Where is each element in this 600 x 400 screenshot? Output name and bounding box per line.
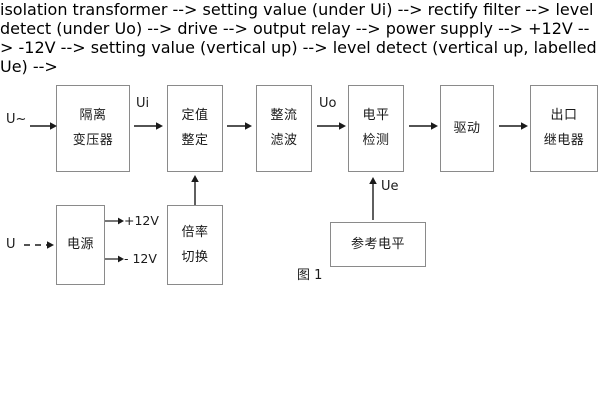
- block-drive-line1: 驱动: [453, 120, 481, 136]
- label-signal-ue: Ue: [381, 179, 399, 194]
- label-rail-positive: +12V: [124, 213, 159, 228]
- label-input-ac: U~: [6, 112, 27, 127]
- arrow-power-supply-to-rail-positive: [105, 216, 125, 226]
- block-isolation-transformer-line1: 隔离: [79, 108, 107, 124]
- block-isolation-transformer: 隔离 变压器: [56, 85, 130, 172]
- label-rail-negative: - 12V: [124, 251, 157, 266]
- block-rectify-filter-line1: 整流: [270, 108, 298, 124]
- block-rectify-filter: 整流 滤波: [256, 85, 312, 172]
- block-drive: 驱动: [440, 85, 494, 172]
- arrow-drive-to-output-relay: [499, 121, 529, 131]
- block-reference-level: 参考电平: [330, 222, 426, 267]
- block-multiplier-switch-line1: 倍率: [181, 224, 209, 240]
- block-isolation-transformer-line2: 变压器: [72, 133, 114, 148]
- arrow-reference-level-to-level-detect: [368, 176, 378, 220]
- arrow-multiplier-switch-to-setting-value: [190, 174, 200, 205]
- block-setting-value: 定值 整定: [167, 85, 223, 172]
- arrow-input-dc-to-power-supply: [24, 240, 56, 250]
- block-output-relay: 出口 继电器: [530, 85, 598, 172]
- arrow-level-detect-to-drive: [409, 121, 439, 131]
- block-rectify-filter-line2: 滤波: [270, 133, 298, 148]
- arrow-setting-value-to-rectify-filter: [227, 121, 253, 131]
- figure-caption: 图 1: [297, 268, 323, 283]
- block-multiplier-switch: 倍率 切换: [167, 205, 223, 285]
- block-multiplier-switch-line2: 切换: [181, 249, 209, 265]
- block-level-detect-line1: 电平: [362, 108, 390, 124]
- arrow-input-ac-to-isolation-transformer: [30, 121, 58, 131]
- label-signal-ui: Ui: [136, 96, 150, 111]
- block-level-detect: 电平 检测: [348, 85, 404, 172]
- block-setting-value-line1: 定值: [181, 108, 209, 124]
- block-level-detect-line2: 检测: [362, 133, 390, 148]
- label-signal-uo: Uo: [319, 96, 337, 111]
- label-input-dc: U: [6, 237, 16, 252]
- block-reference-level-line1: 参考电平: [350, 236, 405, 252]
- block-power-supply: 电源: [56, 205, 105, 285]
- arrow-isolation-transformer-to-setting-value: [134, 121, 164, 131]
- block-setting-value-line2: 整定: [181, 133, 209, 148]
- block-output-relay-line2: 继电器: [543, 133, 585, 148]
- arrow-rectify-filter-to-level-detect: [317, 121, 347, 131]
- block-output-relay-line1: 出口: [550, 108, 578, 124]
- arrow-power-supply-to-rail-negative: [105, 254, 125, 264]
- block-power-supply-line1: 电源: [66, 237, 94, 253]
